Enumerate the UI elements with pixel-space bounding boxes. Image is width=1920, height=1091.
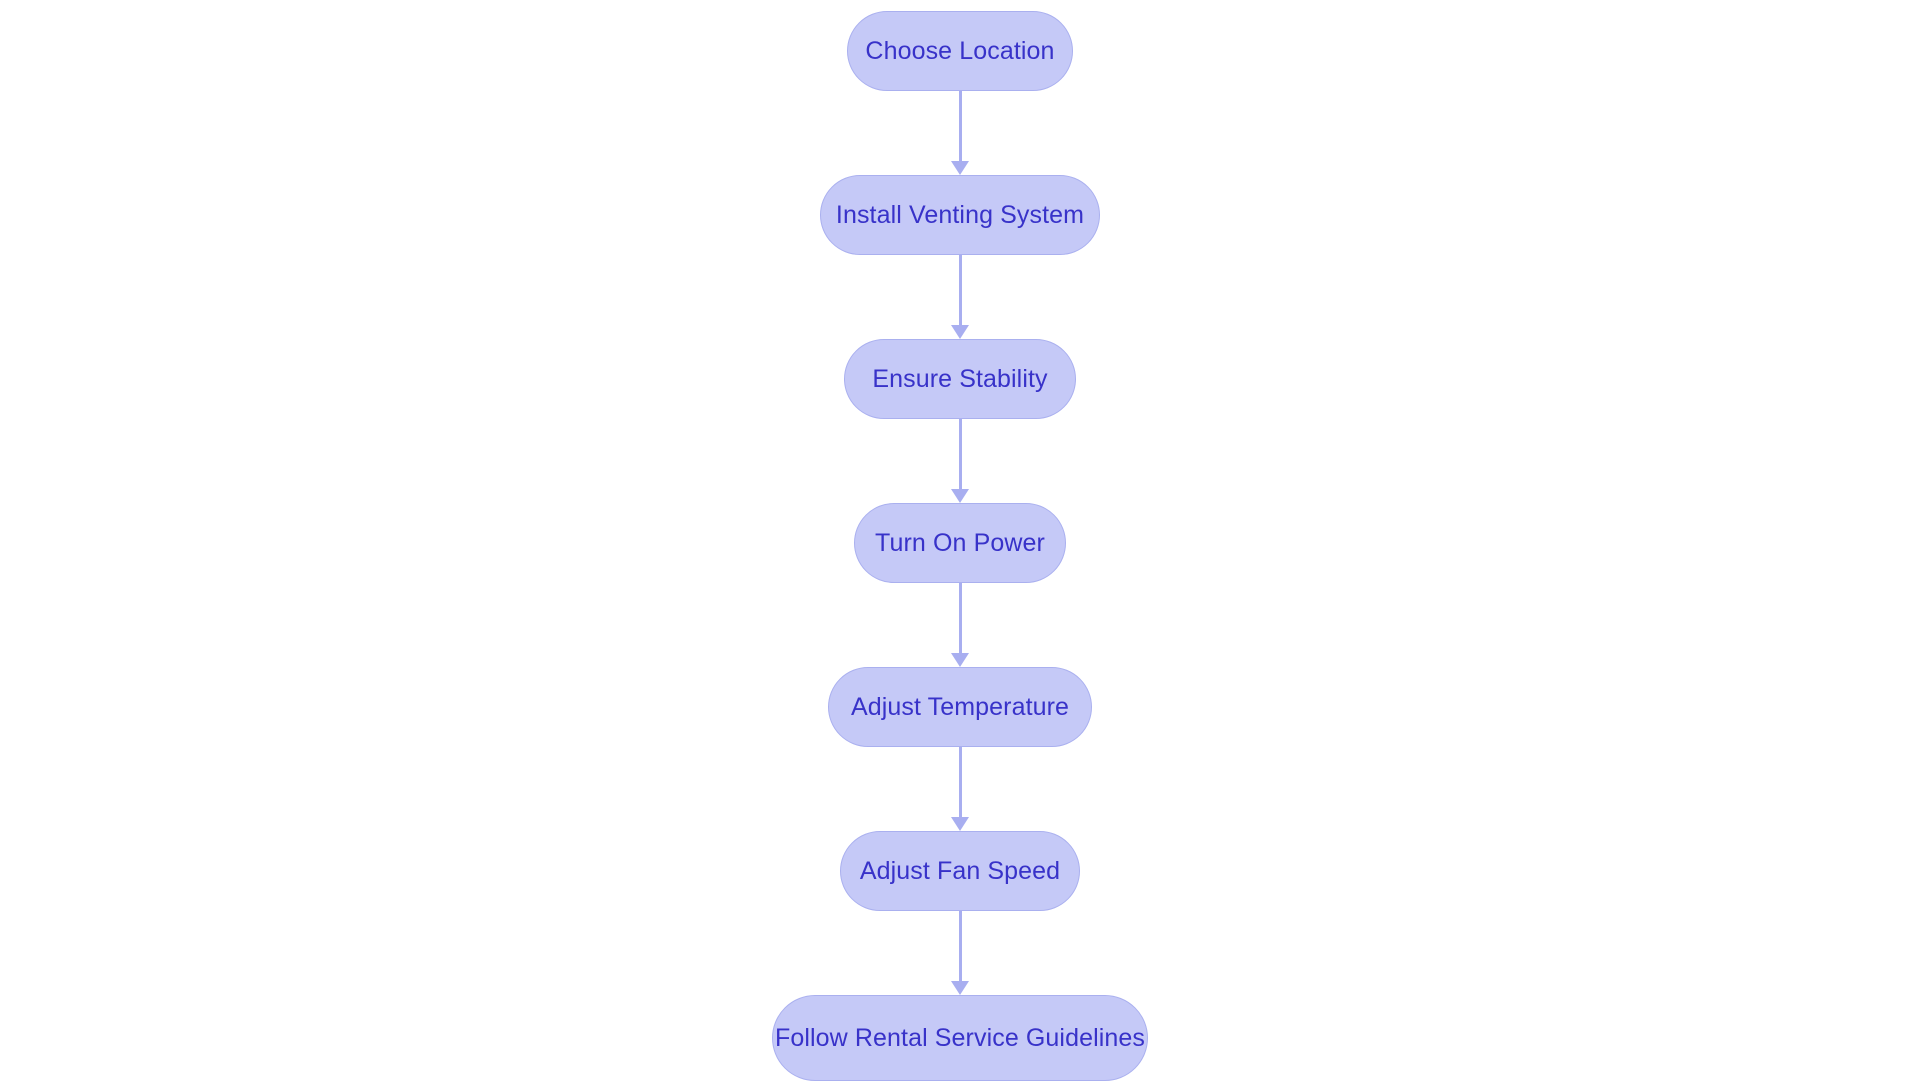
- connector-line: [958, 911, 962, 981]
- flow-node-label: Turn On Power: [875, 528, 1045, 557]
- flow-connector-n6-to-n7: [951, 911, 969, 995]
- flow-node-n1[interactable]: Choose Location: [847, 11, 1073, 91]
- flow-node-label: Ensure Stability: [872, 364, 1048, 393]
- flow-connector-n3-to-n4: [951, 419, 969, 503]
- flow-connector-n2-to-n3: [951, 255, 969, 339]
- arrow-down-icon: [951, 325, 969, 339]
- flow-node-label: Choose Location: [865, 36, 1055, 65]
- arrow-down-icon: [951, 981, 969, 995]
- arrow-down-icon: [951, 489, 969, 503]
- flow-node-n2[interactable]: Install Venting System: [820, 175, 1100, 255]
- flow-connector-n1-to-n2: [951, 91, 969, 175]
- flow-node-n3[interactable]: Ensure Stability: [844, 339, 1076, 419]
- arrow-down-icon: [951, 161, 969, 175]
- connector-line: [958, 583, 962, 653]
- flow-connector-n5-to-n6: [951, 747, 969, 831]
- connector-line: [958, 91, 962, 161]
- flow-node-n7[interactable]: Follow Rental Service Guidelines: [772, 995, 1148, 1081]
- arrow-down-icon: [951, 817, 969, 831]
- flow-node-label: Follow Rental Service Guidelines: [774, 1023, 1146, 1052]
- flow-node-n6[interactable]: Adjust Fan Speed: [840, 831, 1080, 911]
- arrow-down-icon: [951, 653, 969, 667]
- flow-node-label: Adjust Temperature: [850, 692, 1070, 721]
- flow-node-n4[interactable]: Turn On Power: [854, 503, 1066, 583]
- connector-line: [958, 255, 962, 325]
- flow-node-label: Install Venting System: [835, 200, 1085, 229]
- connector-line: [958, 419, 962, 489]
- flow-node-n5[interactable]: Adjust Temperature: [828, 667, 1092, 747]
- flow-node-label: Adjust Fan Speed: [859, 856, 1061, 885]
- connector-line: [958, 747, 962, 817]
- flow-connector-n4-to-n5: [951, 583, 969, 667]
